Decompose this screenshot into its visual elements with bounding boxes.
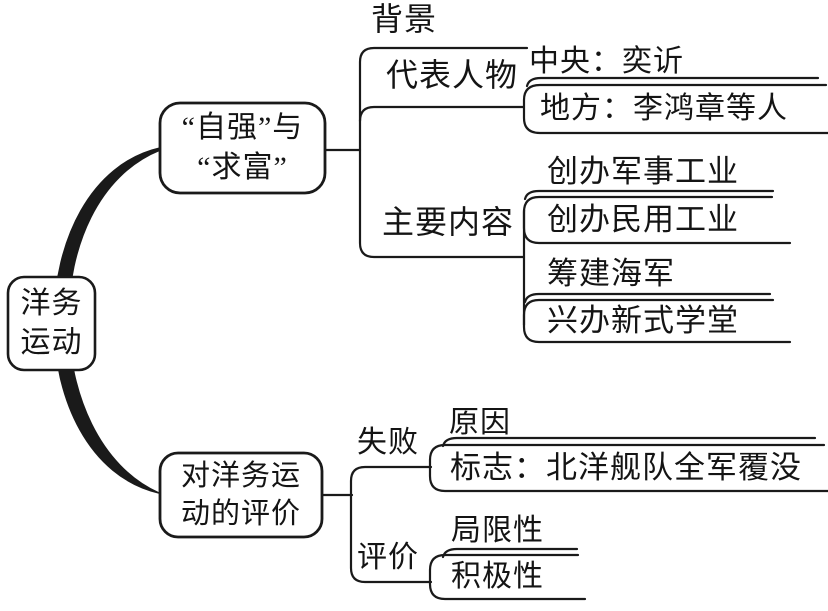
schools-open-box <box>522 298 792 344</box>
navy-underline <box>523 292 772 304</box>
local-figure-label: 地方：李鸿章等人 <box>540 92 788 125</box>
root-node-box <box>6 275 97 372</box>
civil-open-box <box>522 195 792 245</box>
top-bracket <box>358 46 529 259</box>
central-figure-label: 中央：奕䜣 <box>529 45 684 78</box>
sign-open-box <box>428 443 828 493</box>
military-underline <box>523 189 775 201</box>
ziqiang-node-label-line1: “自强”与 <box>181 111 304 144</box>
evaluation-positive-label: 积极性 <box>451 560 544 593</box>
root-label-line1: 洋务 <box>20 287 83 320</box>
positive-open-box <box>428 553 587 601</box>
ziqiang-qiufu-node-box <box>158 101 327 195</box>
content-item-schools: 兴办新式学堂 <box>547 303 739 338</box>
background-label: 背景 <box>371 1 438 37</box>
root-label-line2: 运动 <box>20 326 83 359</box>
central-underline <box>525 76 820 88</box>
evaluation-node-label-line2: 动的评价 <box>180 498 301 530</box>
evaluation-label: 评价 <box>357 541 419 574</box>
bottom-bracket <box>349 465 433 584</box>
failure-label: 失败 <box>357 426 419 459</box>
evaluation-limitation-label: 局限性 <box>451 514 544 547</box>
content-item-military: 创办军事工业 <box>547 154 739 189</box>
failure-reason-label: 原因 <box>449 406 511 439</box>
ziqiang-node-label-line2: “求富” <box>197 151 288 184</box>
content-item-navy: 筹建海军 <box>547 256 675 291</box>
representatives-underline <box>358 105 525 123</box>
content-item-civil: 创办民用工业 <box>547 202 739 237</box>
evaluation-node-label-line1: 对洋务运 <box>180 460 301 492</box>
representatives-label: 代表人物 <box>386 57 519 93</box>
local-open-box <box>522 83 828 135</box>
main-content-label: 主要内容 <box>382 204 515 240</box>
failure-sign-label: 标志：北洋舰队全军覆没 <box>450 450 802 485</box>
